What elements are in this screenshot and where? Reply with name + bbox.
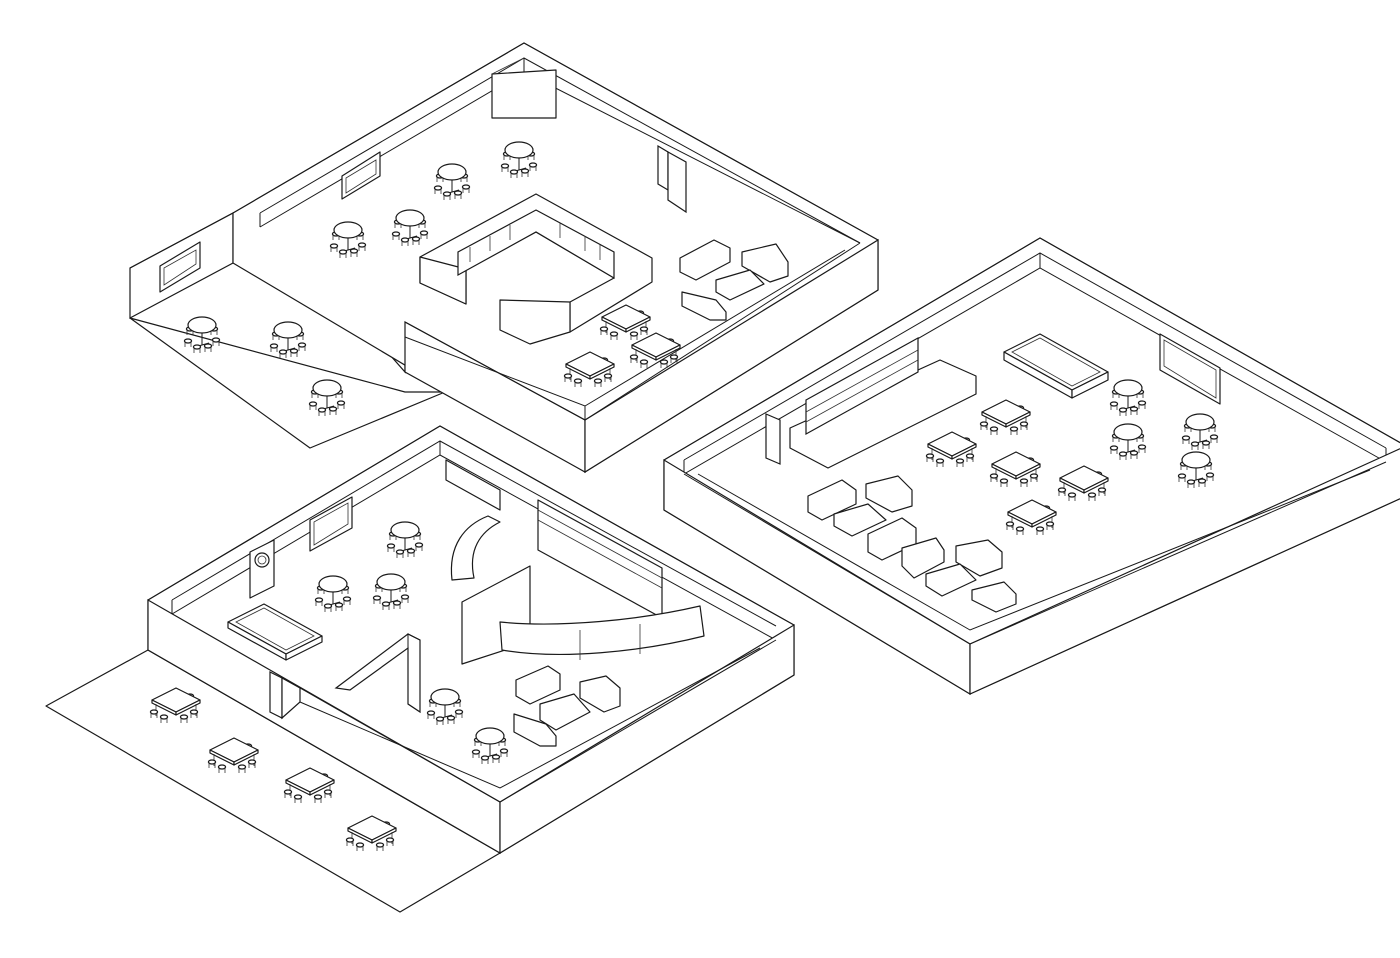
round-tables xyxy=(314,521,509,764)
square-tables xyxy=(563,304,681,387)
square-table xyxy=(1057,465,1109,501)
bar-room-walls xyxy=(147,425,795,855)
plan-top xyxy=(129,42,879,474)
square-table xyxy=(1005,499,1057,535)
sofa-lounge xyxy=(807,475,1017,613)
square-table xyxy=(989,451,1041,487)
round-table xyxy=(433,163,471,200)
sofa-lounge xyxy=(513,665,621,747)
round-table xyxy=(269,321,307,358)
wall-screen xyxy=(491,69,557,119)
round-tables xyxy=(183,141,538,416)
square-bar xyxy=(419,193,653,345)
straight-bar xyxy=(789,336,977,469)
round-tables xyxy=(1109,379,1219,488)
square-table xyxy=(563,351,615,387)
wall-picture xyxy=(309,496,353,552)
round-table xyxy=(391,209,429,246)
square-tables xyxy=(925,399,1109,535)
wall-panel xyxy=(445,459,501,511)
dartboard xyxy=(249,539,275,599)
round-table xyxy=(426,688,464,725)
round-table xyxy=(500,141,538,178)
round-table xyxy=(1109,423,1147,460)
square-table xyxy=(925,431,977,467)
pool-table xyxy=(1003,333,1109,399)
wall-picture xyxy=(159,241,201,293)
square-table xyxy=(979,399,1031,435)
partition-wall xyxy=(765,413,781,465)
square-table xyxy=(283,767,335,803)
square-table xyxy=(599,304,651,340)
sofa-lounge xyxy=(679,239,789,321)
curved-bar xyxy=(450,515,705,665)
square-table xyxy=(207,737,259,773)
square-table xyxy=(149,687,201,723)
square-table xyxy=(629,332,681,368)
wall-picture xyxy=(1159,333,1221,405)
pool-table xyxy=(227,603,323,661)
round-table xyxy=(329,221,367,258)
round-table xyxy=(1109,379,1147,416)
plan-bottom-left xyxy=(45,425,795,913)
round-table xyxy=(183,316,221,353)
square-table xyxy=(345,815,397,851)
round-table xyxy=(314,575,352,612)
round-table xyxy=(1181,413,1219,450)
round-table xyxy=(1177,451,1215,488)
terrace-tables xyxy=(149,687,397,851)
game-room-walls xyxy=(663,237,1400,696)
round-table xyxy=(471,727,509,764)
partition-wall xyxy=(657,144,669,192)
round-table xyxy=(308,379,346,416)
plan-right xyxy=(663,237,1400,696)
round-table xyxy=(372,573,410,610)
round-table xyxy=(386,521,424,558)
